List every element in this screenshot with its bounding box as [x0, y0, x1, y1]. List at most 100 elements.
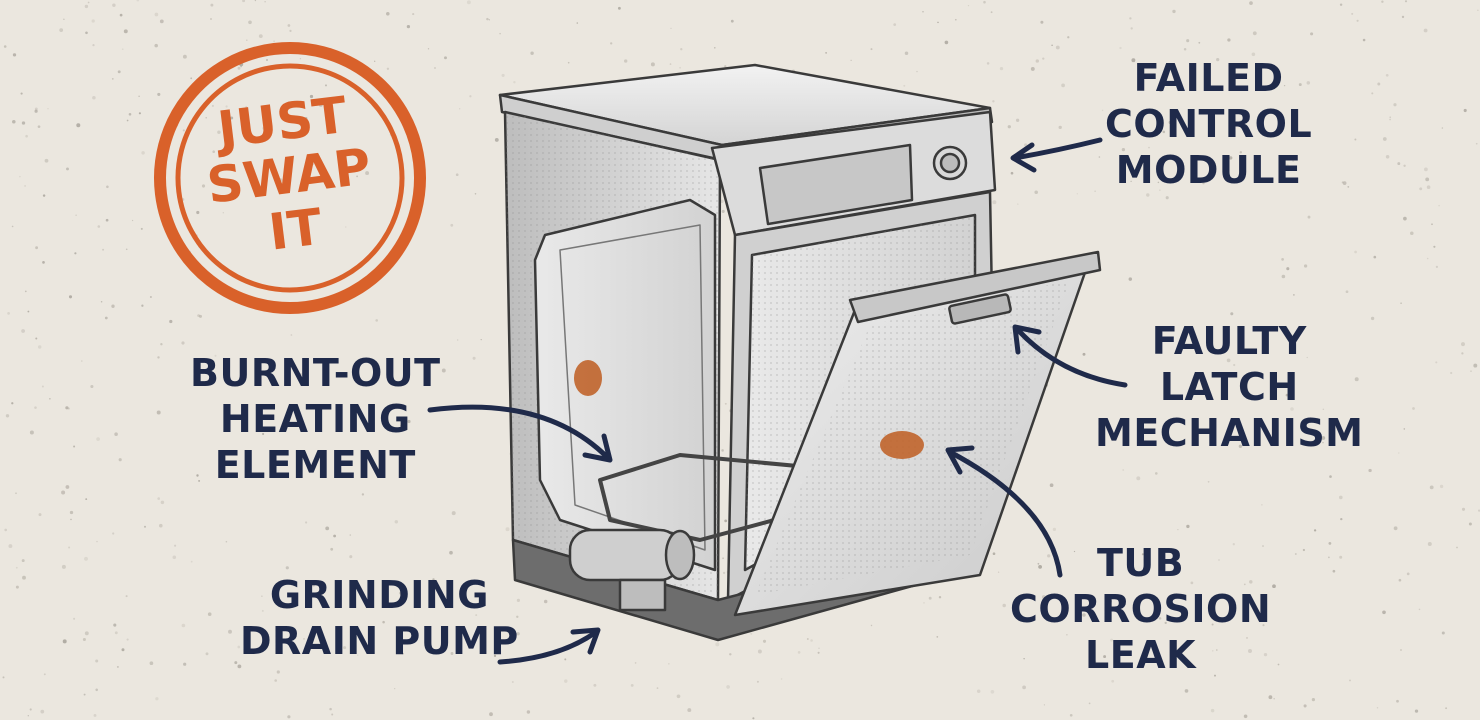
- callout-control-module: FAILED CONTROL MODULE: [1105, 55, 1312, 193]
- grain-speck: [1146, 193, 1150, 197]
- grain-speck: [140, 227, 143, 230]
- grain-speck: [265, 58, 269, 62]
- grain-speck: [182, 129, 185, 132]
- grain-speck: [407, 419, 411, 424]
- grain-speck: [5, 414, 10, 418]
- grain-speck: [1259, 87, 1262, 90]
- grain-speck: [1441, 631, 1445, 635]
- grain-speck: [1157, 181, 1160, 184]
- grain-speck: [12, 119, 16, 124]
- grain-speck: [113, 623, 117, 627]
- callout-line: CONTROL: [1105, 102, 1313, 146]
- grain-speck: [1249, 1, 1253, 5]
- grain-speck: [1262, 624, 1265, 627]
- grain-speck: [1049, 483, 1054, 488]
- grain-speck: [1397, 162, 1401, 166]
- grain-speck: [119, 13, 123, 17]
- grain-speck: [1290, 407, 1294, 411]
- grain-speck: [287, 24, 291, 27]
- grain-speck: [1211, 623, 1214, 626]
- grain-speck: [357, 154, 360, 157]
- grain-speck: [68, 546, 71, 549]
- grain-speck: [349, 534, 352, 536]
- grain-speck: [262, 126, 267, 131]
- grain-speck: [986, 62, 990, 65]
- grain-speck: [489, 712, 493, 717]
- grain-speck: [144, 525, 146, 528]
- grain-speck: [82, 637, 86, 642]
- grain-speck: [91, 19, 95, 23]
- grain-speck: [576, 22, 579, 24]
- grain-speck: [466, 0, 471, 5]
- grain-speck: [29, 430, 34, 435]
- grain-speck: [11, 402, 14, 405]
- grain-speck: [85, 31, 88, 35]
- grain-speck: [486, 17, 489, 21]
- grain-speck: [159, 19, 164, 24]
- grain-speck: [330, 547, 334, 551]
- grain-speck: [125, 248, 128, 251]
- grain-speck: [434, 67, 436, 69]
- grain-speck: [999, 66, 1004, 71]
- grain-speck: [1094, 190, 1096, 192]
- grain-speck: [399, 424, 402, 427]
- grain-speck: [92, 43, 95, 47]
- grain-speck: [117, 70, 121, 74]
- grain-speck: [1239, 119, 1243, 123]
- grain-speck: [1424, 167, 1428, 172]
- grain-speck: [1423, 28, 1428, 33]
- grain-speck: [1196, 602, 1201, 607]
- grain-speck: [1393, 526, 1398, 531]
- grain-speck: [1159, 189, 1161, 191]
- grain-speck: [382, 620, 385, 624]
- grain-speck: [280, 191, 283, 194]
- grain-speck: [469, 95, 472, 98]
- grain-speck: [35, 246, 39, 250]
- grain-speck: [1345, 290, 1349, 294]
- grain-speck: [62, 639, 67, 644]
- callout-line: FAULTY: [1151, 319, 1307, 363]
- grain-speck: [1227, 38, 1231, 42]
- grain-speck: [444, 56, 447, 60]
- grain-speck: [903, 84, 906, 87]
- grain-speck: [1262, 545, 1264, 547]
- grain-speck: [455, 173, 459, 177]
- grain-speck: [121, 48, 124, 51]
- grain-speck: [1377, 82, 1381, 86]
- grain-speck: [780, 678, 783, 680]
- callout-line: BURNT-OUT: [190, 351, 441, 395]
- grain-speck: [100, 300, 103, 303]
- grain-speck: [274, 679, 278, 682]
- grain-speck: [724, 402, 727, 405]
- grain-speck: [37, 125, 41, 129]
- grain-speck: [1340, 517, 1343, 521]
- grain-speck: [1302, 548, 1306, 552]
- grain-speck: [1128, 277, 1133, 281]
- grain-speck: [1055, 45, 1060, 50]
- callout-line: DRAIN PUMP: [240, 619, 519, 663]
- grain-speck: [1418, 608, 1421, 611]
- grain-speck: [1218, 559, 1220, 561]
- grain-speck: [68, 295, 73, 299]
- grain-speck: [1229, 156, 1233, 160]
- grain-speck: [205, 116, 207, 119]
- grain-speck: [1426, 257, 1429, 260]
- grain-speck: [123, 29, 128, 34]
- grain-speck: [141, 304, 144, 307]
- grain-speck: [928, 596, 932, 600]
- grain-speck: [210, 18, 212, 20]
- grain-speck: [1141, 553, 1144, 556]
- grain-speck: [75, 214, 77, 217]
- grain-speck: [1186, 39, 1190, 43]
- grain-speck: [357, 654, 359, 656]
- grain-speck: [1155, 472, 1158, 475]
- grain-speck: [1109, 562, 1113, 565]
- grain-speck: [1401, 15, 1405, 19]
- grain-speck: [1017, 203, 1019, 205]
- grain-speck: [11, 225, 14, 228]
- grain-speck: [181, 341, 185, 345]
- grain-speck: [670, 27, 672, 30]
- grain-speck: [1354, 138, 1357, 141]
- grain-speck: [299, 58, 302, 60]
- callout-line: ELEMENT: [214, 443, 416, 487]
